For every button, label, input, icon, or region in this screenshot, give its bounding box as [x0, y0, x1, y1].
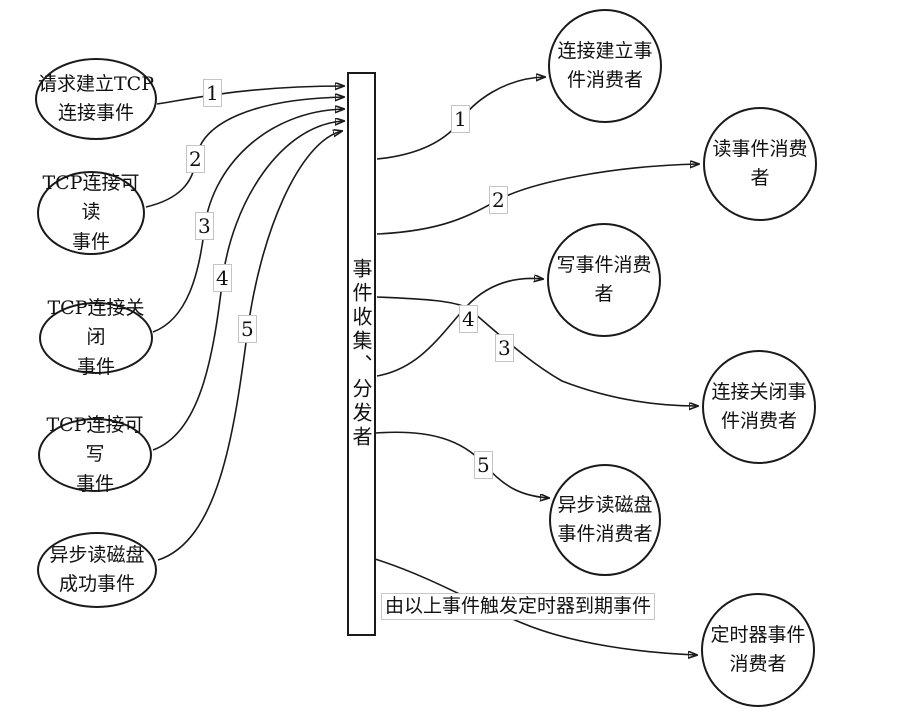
route-number-text: 1: [206, 81, 219, 105]
route-number-text: 3: [198, 214, 211, 238]
source-arrow-2: [145, 97, 344, 208]
dispatcher-box: 事件收集、分发者: [347, 72, 376, 636]
source-route-number-3: 3: [195, 212, 214, 240]
source-event-5: 异步读磁盘 成功事件: [37, 532, 157, 608]
consumer-label: 定时器事件 消费者: [710, 623, 806, 675]
source-event-1: 请求建立TCP 连接事件: [35, 58, 157, 140]
dispatch-arrow-2: [376, 164, 699, 235]
source-route-number-2: 2: [186, 145, 205, 173]
dispatch-route-number-2: 2: [489, 186, 508, 214]
consumer-label: 连接关闭事 件消费者: [711, 380, 807, 432]
route-number-text: 2: [492, 188, 505, 212]
route-number-text: 2: [189, 147, 202, 171]
consumer-label: 异步读磁盘 事件消费者: [557, 493, 653, 545]
dispatch-route-number-1: 1: [451, 105, 470, 133]
consumer-connection-closed: 连接关闭事 件消费者: [702, 350, 816, 464]
dispatcher-label: 事件收集、分发者: [349, 258, 373, 450]
route-number-text: 4: [462, 307, 475, 331]
route-number-text: 1: [454, 107, 467, 131]
route-number-text: 5: [477, 453, 490, 477]
dispatch-arrow-5: [375, 431, 549, 498]
source-arrow-3: [152, 109, 344, 333]
consumer-label: 读事件消费 者: [712, 137, 808, 189]
source-event-label: TCP连接可写 事件: [46, 413, 144, 495]
source-event-3: TCP连接关闭 事件: [39, 297, 153, 378]
source-event-label: 异步读磁盘 成功事件: [49, 543, 145, 595]
source-arrow-1: [156, 86, 344, 105]
source-event-label: TCP连接可读 事件: [42, 171, 140, 253]
source-event-2: TCP连接可读 事件: [37, 171, 145, 255]
route-number-text: 5: [241, 317, 254, 341]
timer-annotation: 由以上事件触发定时器到期事件: [381, 593, 656, 620]
source-route-number-1: 1: [203, 79, 222, 107]
source-route-number-5: 5: [238, 315, 257, 343]
source-route-number-4: 4: [213, 264, 232, 292]
consumer-label: 写事件消费 者: [556, 253, 652, 305]
dispatch-route-number-4: 4: [459, 305, 478, 333]
route-number-text: 4: [216, 266, 229, 290]
consumer-timer-event: 定时器事件 消费者: [701, 593, 815, 707]
consumer-write-event: 写事件消费 者: [547, 223, 661, 337]
consumer-connection-established: 连接建立事 件消费者: [548, 9, 662, 123]
timer-arrow: [374, 558, 697, 655]
source-event-label: 请求建立TCP 连接事件: [38, 72, 154, 124]
route-number-text: 3: [498, 336, 511, 360]
dispatch-arrow-3: [376, 296, 698, 406]
source-arrow-4: [152, 121, 344, 451]
consumer-label: 连接建立事 件消费者: [557, 39, 653, 91]
source-event-label: TCP连接关闭 事件: [47, 296, 145, 378]
source-event-4: TCP连接可写 事件: [38, 414, 152, 495]
consumer-read-event: 读事件消费 者: [703, 107, 817, 221]
dispatch-route-number-3: 3: [495, 334, 514, 362]
consumer-async-disk-read: 异步读磁盘 事件消费者: [549, 464, 661, 576]
dispatch-route-number-5: 5: [474, 451, 493, 479]
